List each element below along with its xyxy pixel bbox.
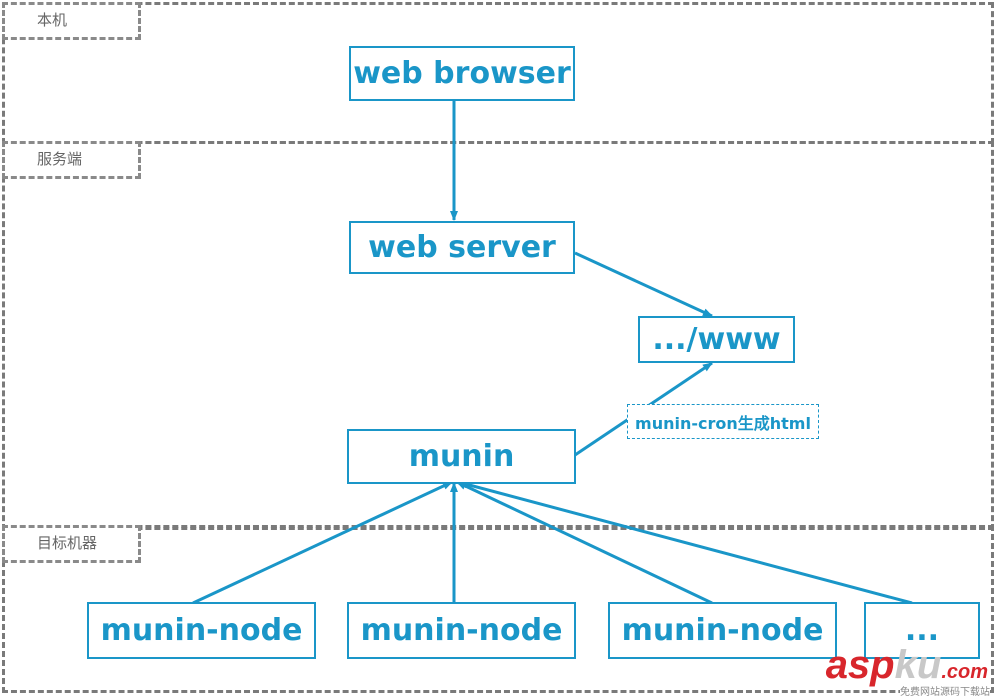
node-munin-node-1: munin-node [87, 602, 316, 659]
node-munin-node-3: munin-node [608, 602, 837, 659]
watermark-com: .com [941, 661, 988, 683]
node-munin: munin [347, 429, 576, 484]
zone-label-target: 目标机器 [2, 525, 141, 563]
annotation-munin-cron: munin-cron生成html [627, 404, 819, 439]
zone-label-server: 服务端 [2, 141, 141, 179]
node-web-server: web server [349, 221, 575, 274]
watermark-logo: aspku.com [826, 645, 988, 692]
node-web-browser: web browser [349, 46, 575, 101]
watermark-tagline: 免费网站源码下载站 [900, 683, 990, 698]
node-more: ... [864, 602, 980, 659]
watermark-asp: asp [825, 643, 895, 687]
watermark-ku: ku [894, 643, 942, 687]
node-munin-node-2: munin-node [347, 602, 576, 659]
zone-label-local: 本机 [2, 2, 141, 40]
node-www: .../www [638, 316, 795, 363]
